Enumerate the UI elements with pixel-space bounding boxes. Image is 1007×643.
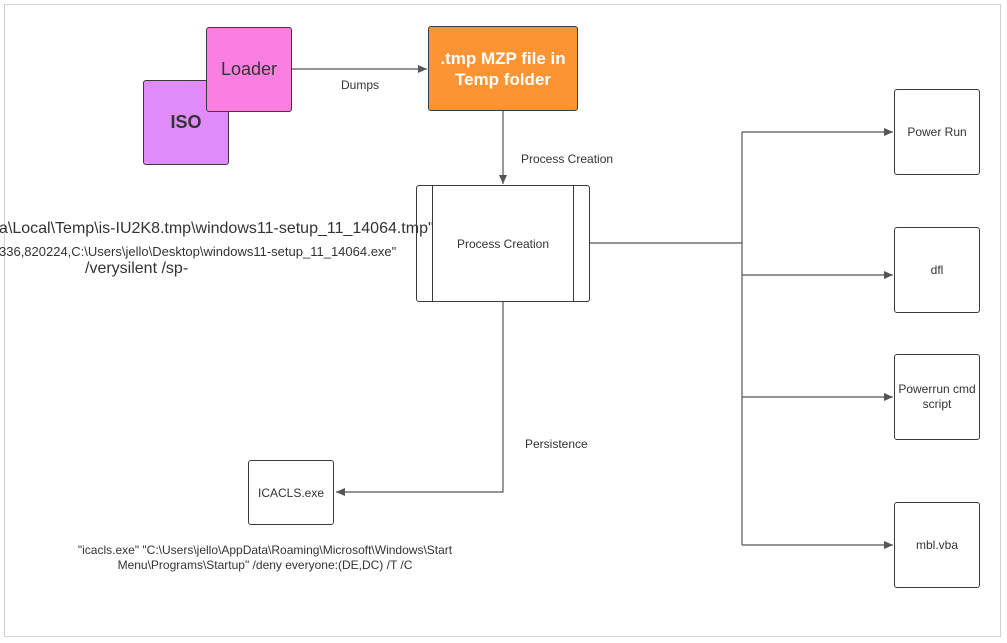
diagram-canvas: ISO Loader .tmp MZP file in Temp folder …	[0, 4, 1001, 637]
process-creation-node[interactable]: Process Creation	[416, 185, 590, 302]
process-left-bar	[432, 186, 433, 301]
tmp-file-node[interactable]: .tmp MZP file in Temp folder	[428, 26, 578, 111]
dfl-node[interactable]: dfl	[894, 227, 980, 313]
mbl-vba-node[interactable]: mbl.vba	[894, 502, 980, 588]
loader-node[interactable]: Loader	[206, 27, 292, 112]
command-line-1: a\Local\Temp\is-IU2K8.tmp\windows11-setu…	[0, 220, 434, 237]
process-creation-edge-label: Process Creation	[521, 152, 614, 166]
icacls-command-text: "icacls.exe" "C:\Users\jello\AppData\Roa…	[77, 543, 453, 572]
command-line-3: /verysilent /sp-	[85, 260, 189, 277]
icacls-node[interactable]: ICACLS.exe	[248, 460, 334, 525]
process-creation-label: Process Creation	[456, 236, 550, 251]
connectors	[292, 65, 893, 549]
process-right-bar	[573, 186, 574, 301]
power-run-node[interactable]: Power Run	[894, 89, 980, 175]
command-line-2: 336,820224,C:\Users\jello\Desktop\window…	[0, 244, 397, 259]
dumps-label: Dumps	[341, 78, 380, 92]
edge-persistence	[336, 302, 504, 496]
persistence-label: Persistence	[525, 437, 588, 451]
powerrun-cmd-script-node[interactable]: Powerrun cmd script	[894, 354, 980, 440]
